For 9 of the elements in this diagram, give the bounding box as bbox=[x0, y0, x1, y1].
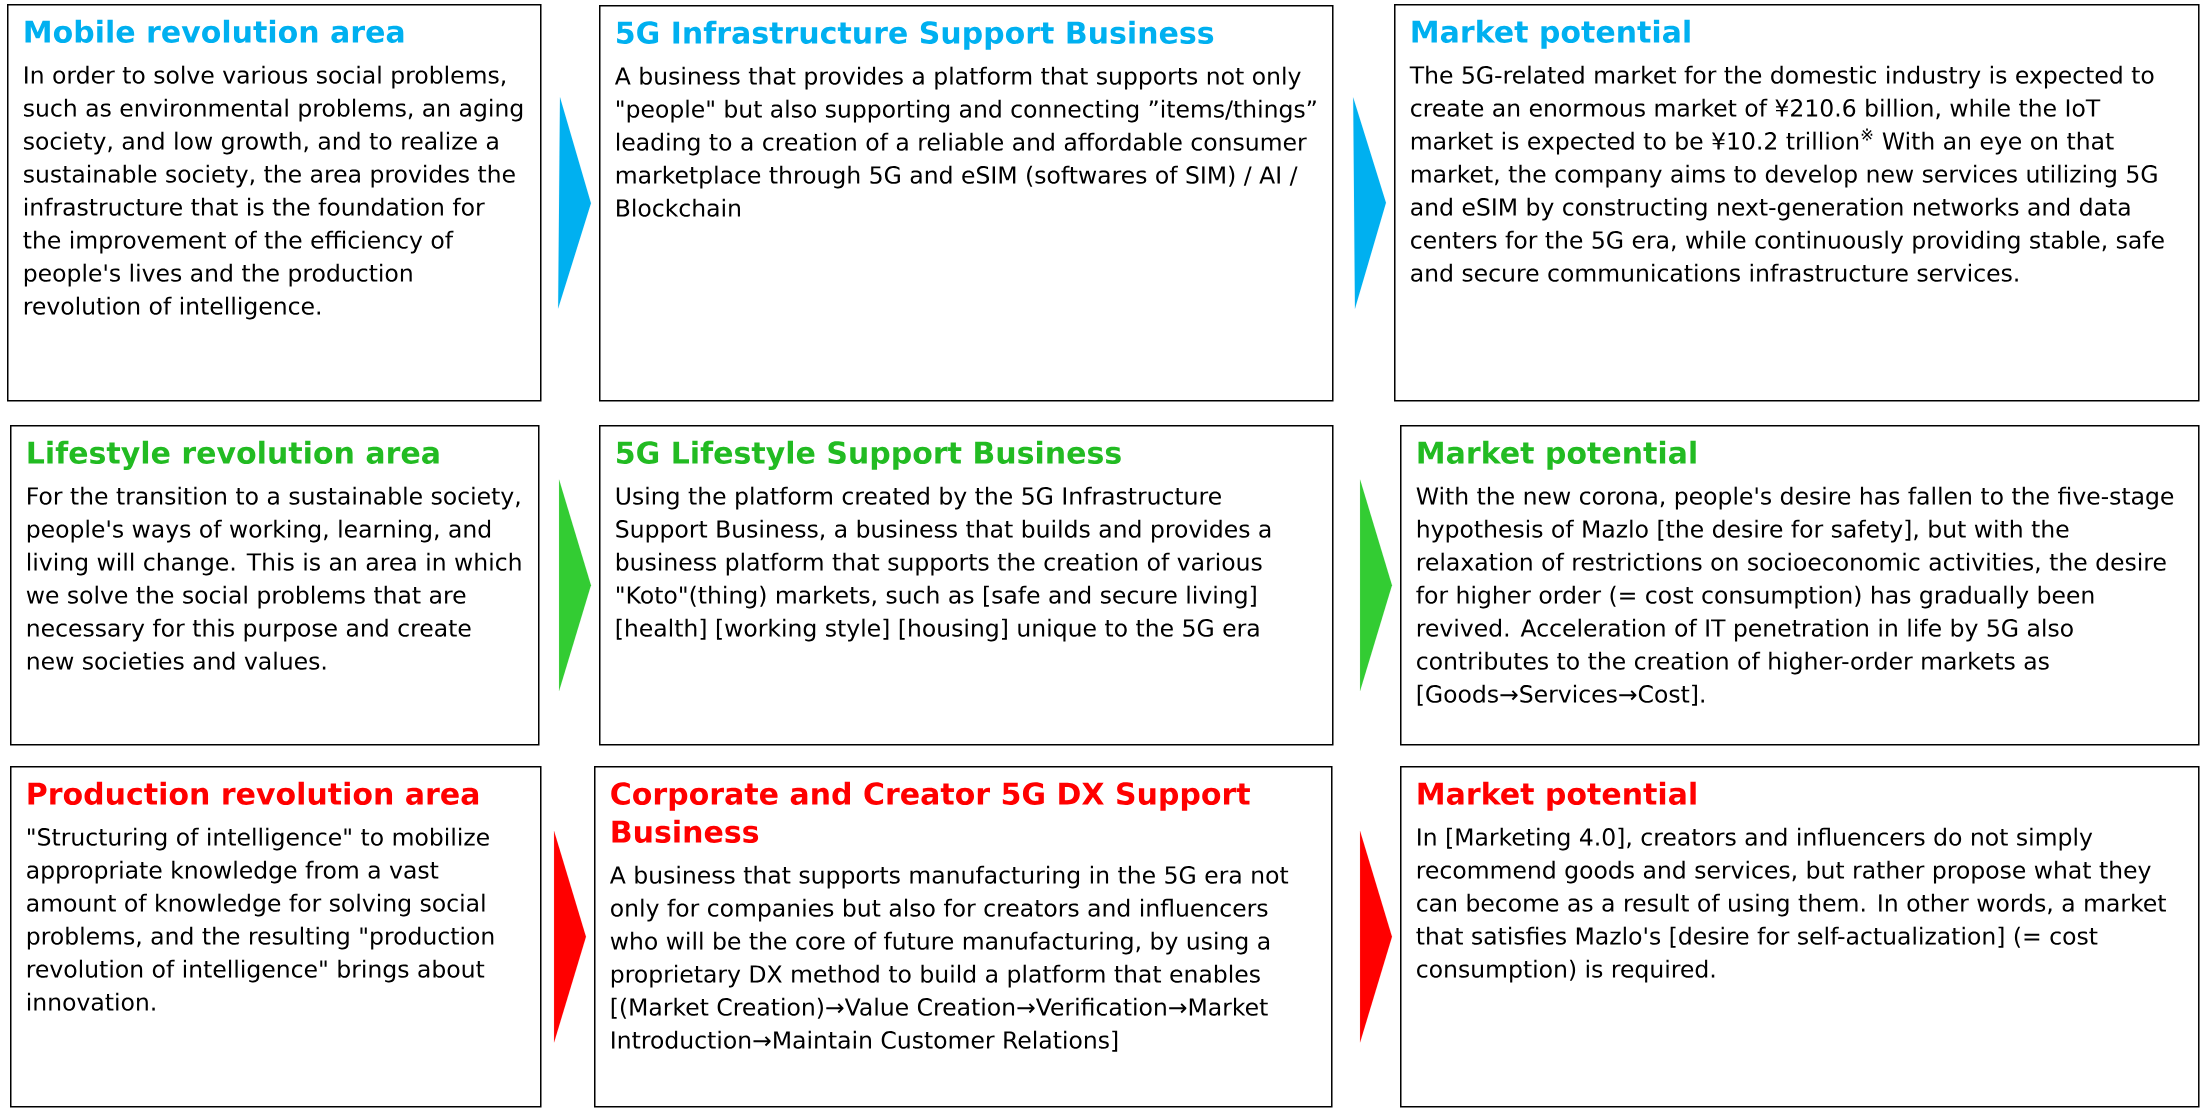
info-box: Production revolution area "Structuring of intelligence" to mobilize appropriate knowledge from a vast amount of knowledge for solving social problems, and the resulting "production revolution of intelligence" brings about innovation. bbox=[10, 766, 542, 1108]
info-box: Lifestyle revolution area For the transition to a sustainable society, people's ways of working, learning, and living will change. This is an area in which we solve the social problems that are necessary for this purpose and create new societies and values. bbox=[10, 425, 540, 746]
info-box: Market potential With the new corona, people's desire has fallen to the five-stage hypothesis of Mazlo [the desire for safety], but with the relaxation of restrictions on socioeconomic activities, the desire for higher order (= cost consumption) has gradually been revived. Acceleration of IT penetration in life by 5G also contributes to the creation of higher-order markets as [Goods→Services→Cost]. bbox=[1400, 425, 2200, 746]
info-box: Corporate and Creator 5G DX Support Business A business that supports manufacturing in the 5G era not only for companies but also for creators and influencers who will be the core of future manufacturing, by using a proprietary DX method to build a platform that enables [(Market Creation)→Value Creation→Verification→Market Introduction→Maintain Customer Relations] bbox=[594, 766, 1333, 1108]
info-box: 5G Infrastructure Support Business A business that provides a platform that supports not only "people" but also supporting and connecting ”items/things” leading to a creation of a reliable and affordable consumer marketplace through 5G and eSIM (softwares of SIM) / AI / Blockchain bbox=[599, 5, 1334, 402]
info-box: Market potential In [Marketing 4.0], creators and influencers do not simply recommend goods and services, but rather propose what they can become as a result of using them. In other words, a market that satisfies Mazlo's [desire for self-actualization] (= cost consumption) is required. bbox=[1400, 766, 2200, 1108]
info-box: Mobile revolution area In order to solve various social problems, such as environmental problems, an aging society, and low growth, and to realize a sustainable society, the area provides the infrastructure that is the foundation for the improvement of the efficiency of people's lives and the production revolution of intelligence. bbox=[7, 4, 542, 402]
info-box: 5G Lifestyle Support Business Using the platform created by the 5G Infrastructure Support Business, a business that builds and provides a business platform that supports the creation of various "Koto"(thing) markets, such as [safe and secure living] [health] [working style] [housing] unique to the 5G era bbox=[599, 425, 1334, 746]
info-box: Market potential The 5G-related market for the domestic industry is expected to create an enormous market of ¥210.6 billion, while the IoT market is expected to be ¥10.2 trillion$^{※}$ With an eye on that market, the company aims to develop new services utilizing 5G and eSIM by constructing next-generation networks and data centers for the 5G era, while continuously providing stable, safe and secure communications infrastructure services. bbox=[1394, 4, 2200, 402]
